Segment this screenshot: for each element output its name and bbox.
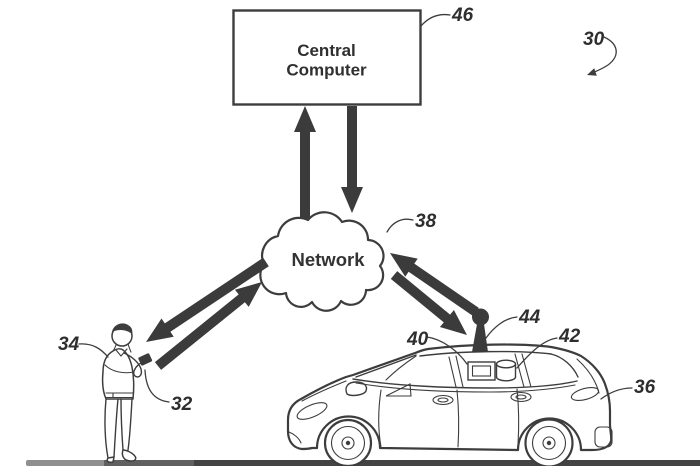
rear-bumper-step [594,426,613,448]
sensor-device [495,359,517,382]
ref-label-38: 38 [415,211,437,232]
a-pillar-inner [385,355,417,381]
person-belt [105,392,134,399]
ref-34: 34 [58,334,109,358]
door-seam-front [378,389,382,448]
car-figure [286,308,613,466]
arrow-computer-to-network [341,106,363,213]
central-computer-box: Central Computer [232,9,422,106]
arrow-person-to-network [154,282,262,370]
beltline-lower [355,382,576,393]
ref-44: 44 [485,307,541,339]
person-collar [115,348,128,357]
arrow-network-to-person [146,257,269,342]
person-legs [104,398,133,459]
b-pillar [448,355,464,388]
arrow-network-to-computer [294,106,316,219]
reference-labels: 46 30 38 34 32 40 42 44 [58,5,656,415]
ref-40: 40 [406,329,468,365]
leader-line-32 [144,369,170,403]
ref-46: 46 [420,5,474,27]
door-seam-mid [456,389,460,448]
display-device [467,361,496,381]
bumper-line [288,431,302,444]
ref-36: 36 [600,377,656,400]
network-label: Network [292,249,366,270]
ref-30: 30 [583,29,617,76]
headlight [296,402,328,420]
leader-line-38 [386,218,414,233]
car-body-outline [286,343,613,452]
arrow-network-to-car [390,271,467,335]
hood-crease [301,380,347,402]
ref-label-42: 42 [558,326,581,347]
ref-label-30: 30 [583,29,605,50]
person-foot-right [121,449,137,462]
beltline-upper [352,378,578,389]
windshield-line [355,354,417,378]
arrow-car-to-network [390,253,479,317]
ref-42: 42 [516,326,581,369]
door-seam-rear [516,388,520,446]
ground-line [26,460,700,466]
ref-label-32: 32 [171,394,193,415]
central-computer-label-line2: Computer [286,61,367,80]
leader-line-42 [516,337,558,369]
ref-label-36: 36 [634,377,656,398]
central-computer-label-line1: Central [297,41,356,60]
leader-line-44 [485,316,518,339]
ref-30-arrow-curve [591,36,617,74]
front-wheel [323,418,373,466]
ref-label-46: 46 [451,5,474,26]
leader-line-40 [426,336,468,365]
person-figure [101,323,153,463]
ref-label-44: 44 [518,307,541,328]
roof-antenna [472,308,489,352]
network-cloud: Network [259,211,385,312]
rear-window-slant [550,353,579,378]
rear-wheel [524,418,574,466]
ref-38: 38 [386,211,437,233]
person-foot-left [106,456,115,463]
vent-window [385,383,412,397]
window-top-line [419,350,552,357]
ref-label-40: 40 [406,329,429,350]
hatch-inner-line [576,358,600,394]
front-door-handle [432,394,454,406]
smartphone [138,353,153,366]
communication-arrows [146,106,479,370]
ref-30-arrowhead [587,68,597,76]
leader-line-34 [78,343,109,358]
c-pillar [514,353,532,388]
ref-32: 32 [144,369,193,415]
ref-label-34: 34 [58,334,80,355]
person-arm [123,352,145,378]
leader-line-36 [600,387,633,400]
leader-line-46 [420,13,451,27]
side-mirror [345,381,368,397]
person-torso [101,348,135,400]
rear-door-handle [510,391,532,403]
person-forearm [104,364,135,374]
person-hair [112,323,133,334]
